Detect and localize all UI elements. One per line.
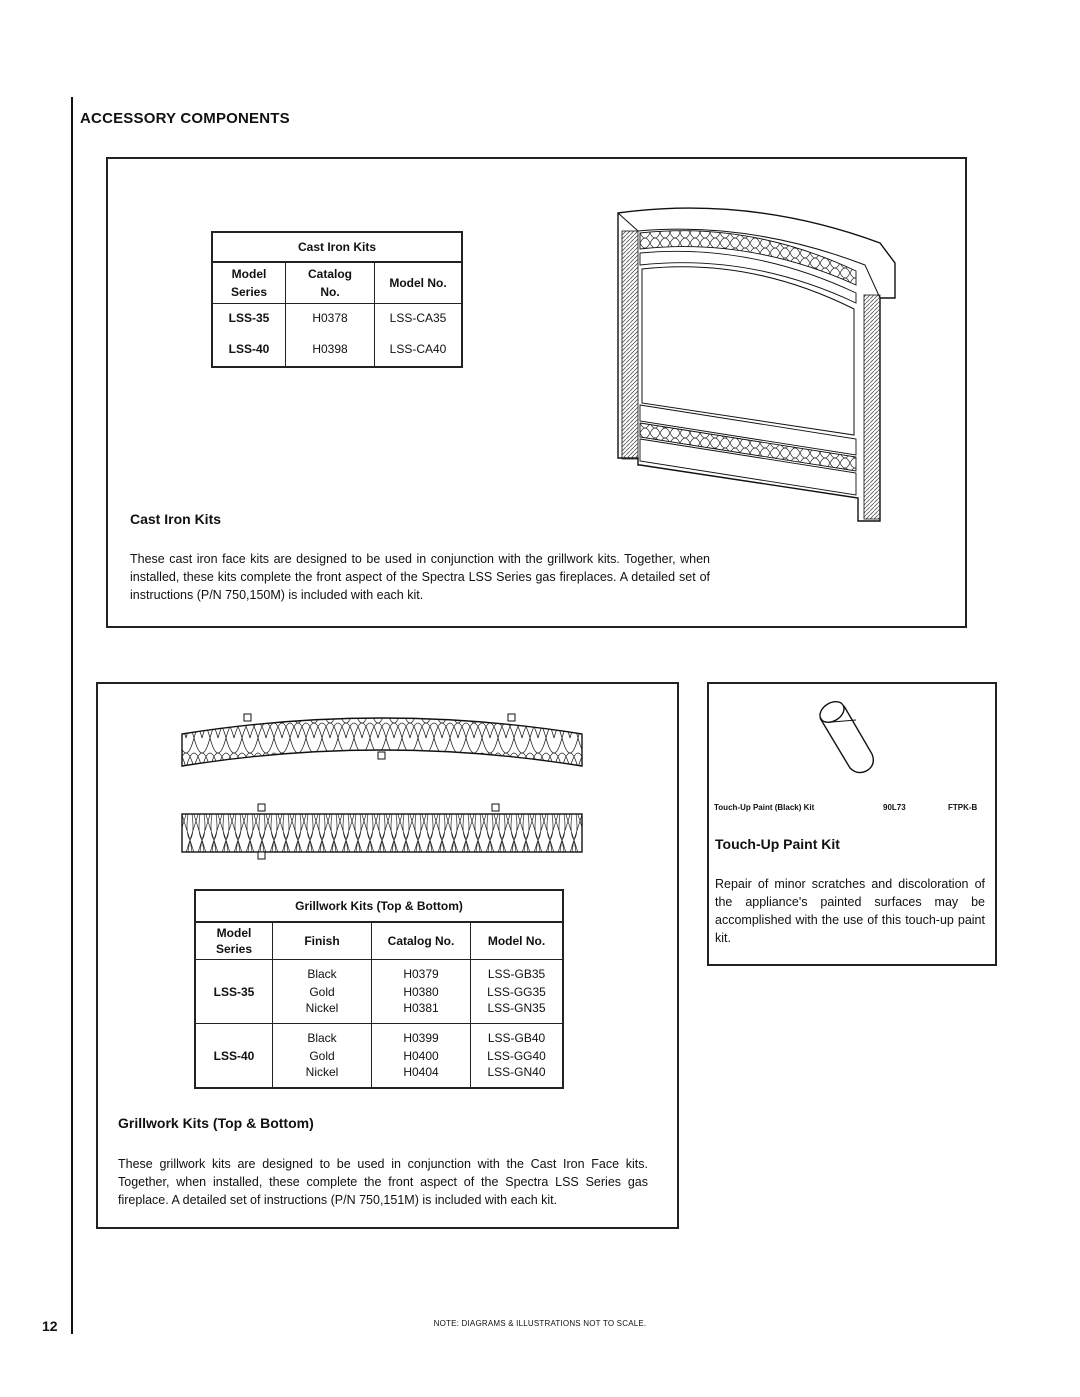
cell-catalog: H0381 <box>371 1001 471 1024</box>
cell-catalog: H0399 <box>371 1023 471 1047</box>
cell-finish: Gold <box>272 983 372 1001</box>
cell-finish: Nickel <box>272 1065 372 1088</box>
grillwork-title: Grillwork Kits (Top & Bottom) <box>118 1115 314 1131</box>
cell-model: LSS-GG40 <box>470 1047 564 1065</box>
cast-iron-section <box>106 157 967 628</box>
cell-catalog: H0380 <box>371 983 471 1001</box>
touchup-item-catalog: 90L73 <box>883 803 906 812</box>
cell-catalog: H0379 <box>371 959 471 983</box>
cell-catalog: H0378 <box>285 303 375 332</box>
paint-can-illustration <box>819 701 875 774</box>
touchup-item-model: FTPK-B <box>948 803 978 812</box>
cell-catalog: H0398 <box>285 332 375 367</box>
left-margin-rule <box>71 97 73 1334</box>
grillwork-section <box>96 682 679 1229</box>
touchup-section <box>707 682 997 966</box>
cell-catalog: H0404 <box>371 1065 471 1088</box>
header-model-no: Model No. <box>470 922 564 960</box>
cell-finish: Black <box>272 1023 372 1047</box>
cell-model: LSS-GB40 <box>470 1023 564 1047</box>
footer-note: NOTE: DIAGRAMS & ILLUSTRATIONS NOT TO SC… <box>433 1319 647 1328</box>
cell-model: LSS-CA40 <box>374 332 463 367</box>
cell-model: LSS-GN35 <box>470 1001 564 1024</box>
cell-catalog: H0400 <box>371 1047 471 1065</box>
cast-iron-table-title: Cast Iron Kits <box>211 232 463 263</box>
cast-iron-face-illustration <box>617 207 896 522</box>
cell-finish: Nickel <box>272 1001 372 1024</box>
touchup-title: Touch-Up Paint Kit <box>715 836 840 852</box>
header-model-no: Model No. <box>374 262 463 304</box>
grillwork-description: These grillwork kits are designed to be … <box>118 1157 648 1207</box>
cell-series: LSS-40 <box>211 332 286 367</box>
cast-iron-description: These cast iron face kits are designed t… <box>130 552 710 602</box>
cell-model: LSS-GB35 <box>470 959 564 983</box>
cell-series: LSS-40 <box>194 1023 273 1088</box>
touchup-description: Repair of minor scratches and discolorat… <box>715 877 985 945</box>
top-grill-illustration <box>181 713 583 767</box>
cell-series: LSS-35 <box>211 303 286 332</box>
bottom-grill-illustration <box>181 803 583 860</box>
cast-iron-title: Cast Iron Kits <box>130 511 222 527</box>
cell-finish: Gold <box>272 1047 372 1065</box>
cell-model: LSS-CA35 <box>374 303 463 332</box>
page-number: 12 <box>42 1318 58 1334</box>
touchup-item-name: Touch-Up Paint (Black) Kit <box>714 803 815 812</box>
header-catalog-no: Catalog No. <box>371 922 471 960</box>
page-heading: ACCESSORY COMPONENTS <box>80 110 290 127</box>
cell-model: LSS-GN40 <box>470 1065 564 1088</box>
cell-model: LSS-GG35 <box>470 983 564 1001</box>
cell-finish: Black <box>272 959 372 983</box>
grillwork-table-title: Grillwork Kits (Top & Bottom) <box>194 890 564 923</box>
cell-series: LSS-35 <box>194 959 273 1024</box>
header-finish: Finish <box>272 922 372 960</box>
